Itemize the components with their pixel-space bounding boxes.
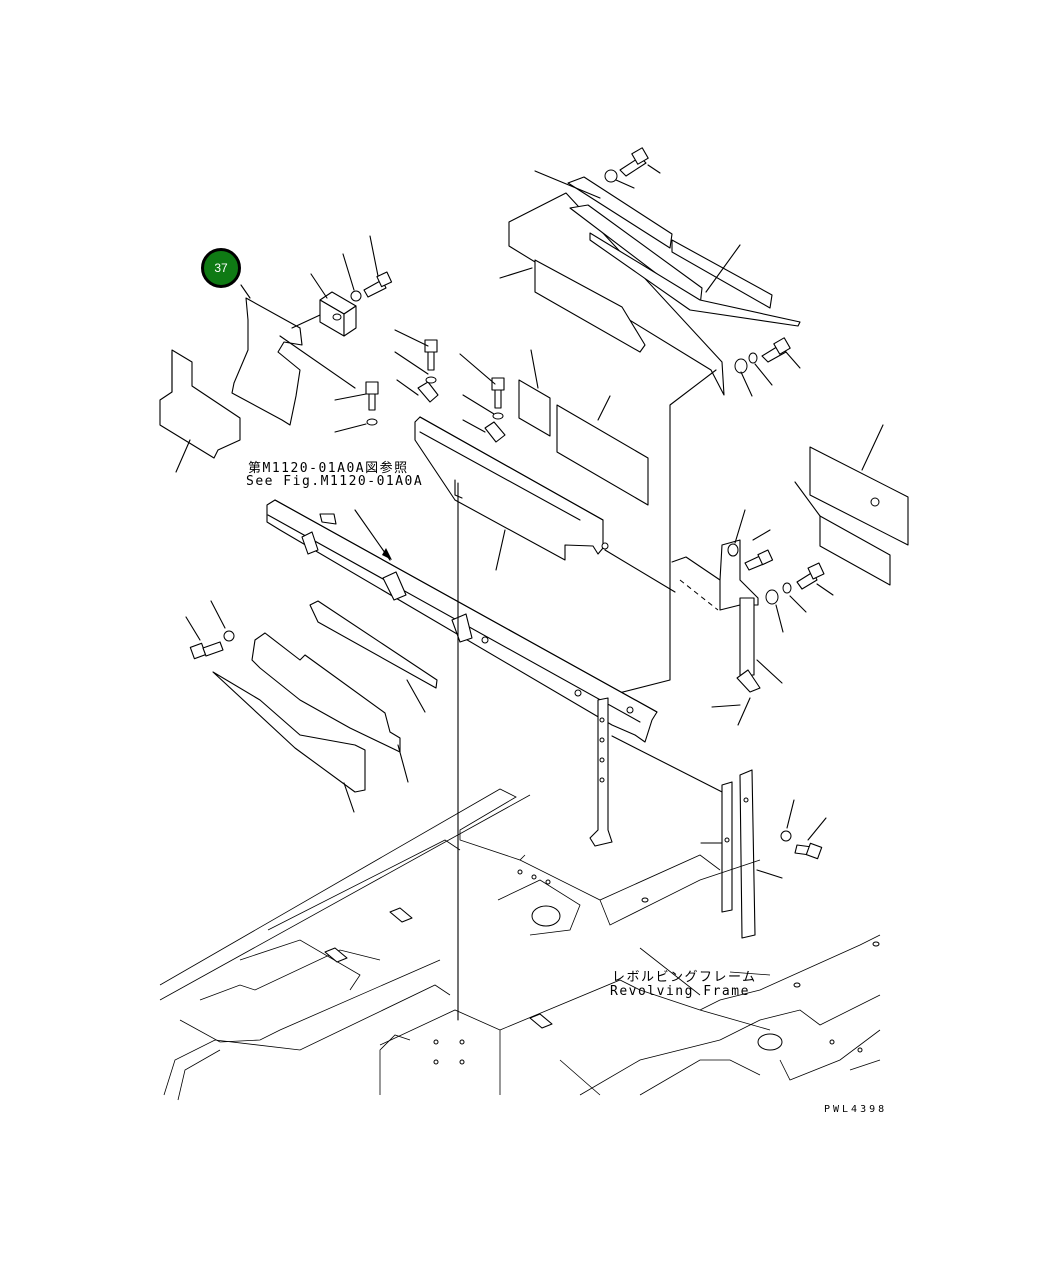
bolt-upper-left (342, 235, 393, 302)
right-bracket (671, 539, 783, 726)
callout-37-badge[interactable]: 37 (201, 248, 241, 288)
drawing-code: PWL4398 (824, 1104, 888, 1115)
right-pads (794, 424, 909, 586)
bolt-top-right (604, 147, 661, 189)
revolving-frame (159, 788, 881, 1101)
left-side-cover (159, 349, 241, 473)
lower-left-plate (212, 600, 438, 813)
pads-center (518, 349, 649, 506)
bolt-mid-right (734, 337, 801, 397)
revolving-frame-label-en: Revolving Frame (610, 984, 750, 999)
block-spacer (279, 273, 357, 389)
plate-37 (231, 284, 303, 426)
reference-label-ja: 第M1120-01A0A図参照 (248, 461, 409, 476)
reference-label-en: See Fig.M1120-01A0A (246, 474, 424, 489)
bolt-set-center (334, 329, 505, 433)
vertical-post (589, 697, 729, 847)
bolt-lower-left (185, 600, 235, 660)
clamps (396, 379, 506, 443)
top-cover-assembly (499, 170, 801, 696)
long-beam (266, 499, 658, 743)
revolving-frame-label-ja: レボルビングフレーム (612, 970, 757, 985)
right-vertical-bracket (700, 769, 783, 939)
center-channel (414, 416, 676, 593)
bolt-bottom-right (780, 799, 827, 860)
bolt-right-side (727, 509, 834, 633)
